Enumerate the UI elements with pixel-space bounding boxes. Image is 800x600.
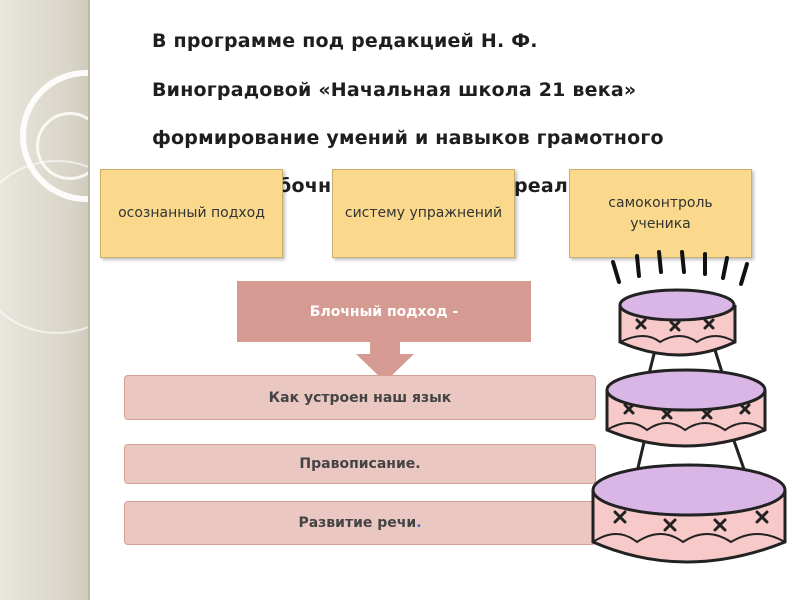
title-line-1: В программе под редакцией Н. Ф. — [152, 30, 538, 52]
row-label: Развитие речи — [298, 515, 417, 531]
title-line-2: Виноградовой «Начальная школа 21 века» — [152, 79, 637, 101]
box-conscious-approach: осознанный подход — [100, 169, 283, 258]
row-label-dot: . — [416, 515, 422, 531]
row-speech-development: Развитие речи. — [124, 501, 596, 545]
side-band-edge — [88, 0, 90, 600]
title-line-4-fragment-b: реали — [514, 175, 582, 197]
box-self-control: самоконтроль ученика — [569, 169, 752, 258]
box-label: осознанный подход — [118, 205, 265, 222]
title-line-3: формирование умений и навыков грамотного — [152, 127, 664, 149]
row-spelling: Правописание. — [124, 444, 596, 484]
decorative-side-band — [0, 0, 152, 600]
block-approach-header: Блочный подход - — [237, 281, 531, 342]
box-exercise-system: систему упражнений — [332, 169, 515, 258]
down-arrow-icon — [356, 340, 414, 382]
box-label: самоконтроль ученика — [608, 195, 713, 232]
box-label: систему упражнений — [344, 205, 503, 222]
row-language-structure: Как устроен наш язык — [124, 375, 596, 420]
title-line-4-fragment-a: бочн — [278, 175, 332, 197]
row-label: Как устроен наш язык — [268, 389, 452, 406]
row-label: Правописание. — [299, 456, 421, 472]
cake-icon — [591, 250, 787, 564]
